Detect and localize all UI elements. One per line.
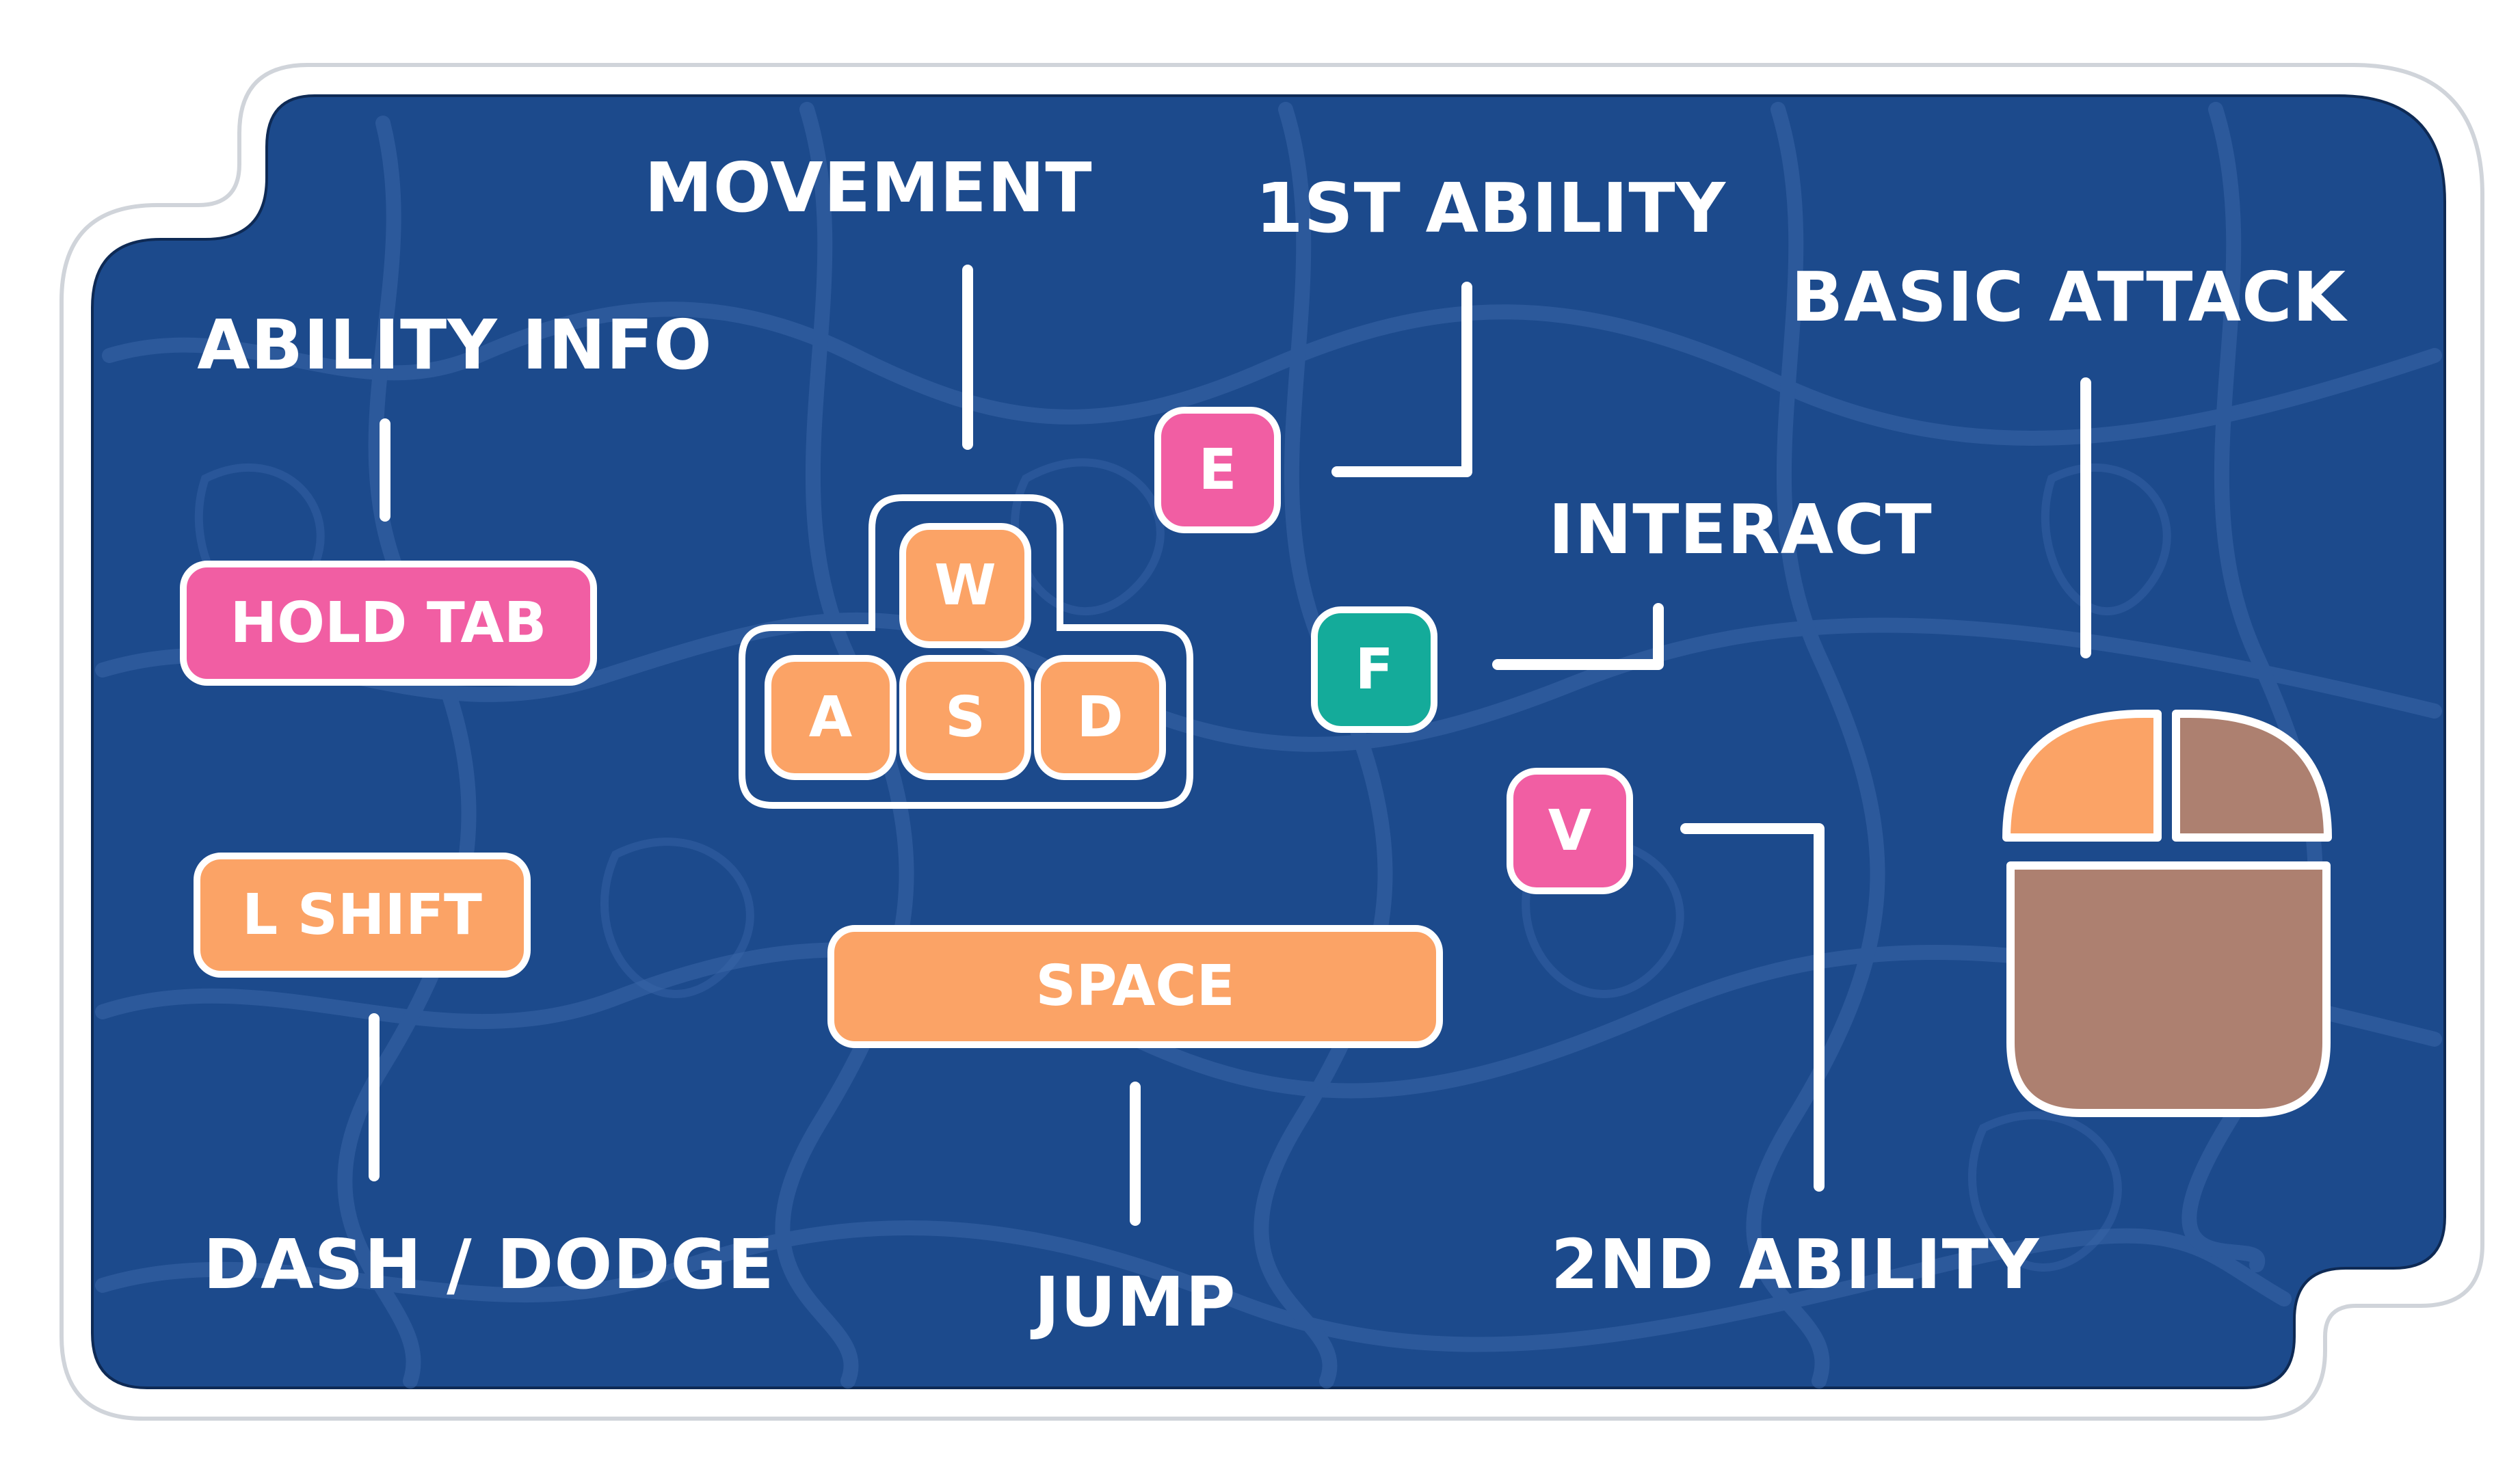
dash-dodge-label: DASH / DODGE [203, 1224, 775, 1304]
water-pattern [95, 102, 2442, 1389]
s-key: S [899, 655, 1031, 780]
mouse-body [2006, 861, 2331, 1117]
f-key: F [1311, 606, 1437, 733]
w-key: W [899, 523, 1031, 648]
second-ability-connector [1680, 823, 1825, 1192]
hold-tab-key: HOLD TAB [180, 561, 597, 686]
basic-attack-label: BASIC ATTACK [1791, 257, 2346, 337]
interact-connector [1492, 603, 1664, 670]
space-key: SPACE [827, 925, 1443, 1048]
mouse-icon [2002, 710, 2332, 1117]
interact-label: INTERACT [1548, 490, 1933, 570]
a-key: A [765, 655, 897, 780]
connector-lines [369, 265, 2091, 1226]
e-key: E [1154, 407, 1281, 533]
d-key: D [1034, 655, 1166, 780]
first-ability-connector [1331, 282, 1472, 477]
v-key: V [1507, 768, 1633, 894]
l-shift-key: L SHIFT [194, 853, 531, 978]
first-ability-label: 1ST ABILITY [1255, 168, 1727, 248]
ability-info-label: ABILITY INFO [197, 305, 713, 385]
movement-label: MOVEMENT [644, 148, 1093, 228]
mouse-right-button [2172, 710, 2332, 842]
wasd-housing [739, 494, 1193, 809]
second-ability-label: 2ND ABILITY [1550, 1224, 2040, 1304]
mouse-left-button [2002, 710, 2162, 842]
jump-label: JUMP [1034, 1262, 1236, 1342]
